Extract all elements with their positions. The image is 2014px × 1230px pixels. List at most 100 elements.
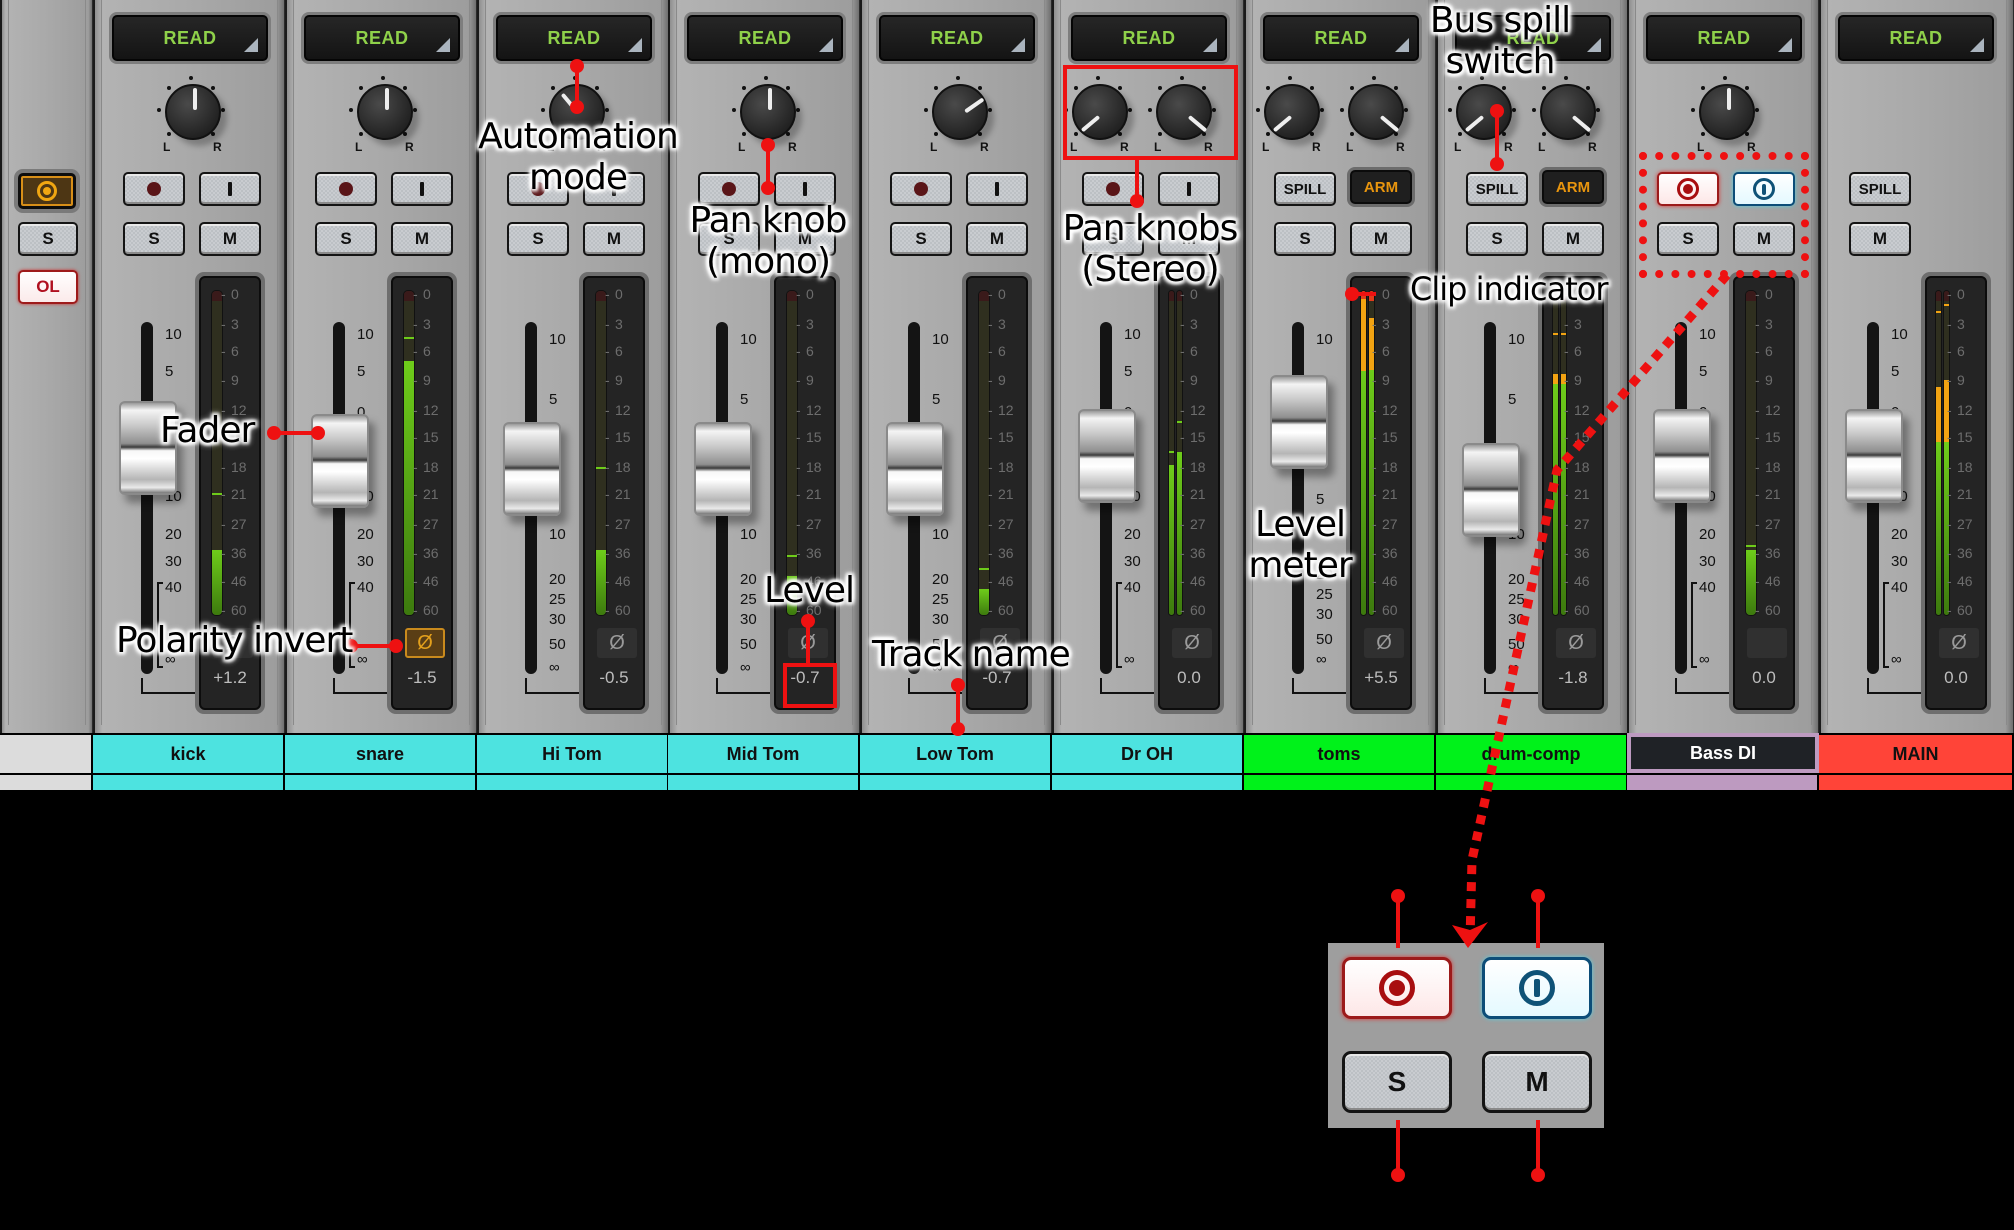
automation-mode-button[interactable]: READ <box>1068 12 1230 64</box>
fader-handle[interactable] <box>1078 409 1136 503</box>
knob-body[interactable] <box>357 84 413 140</box>
track-name-dr-oh[interactable]: Dr OH <box>1052 733 1244 773</box>
knob-body[interactable] <box>1348 84 1404 140</box>
track-name-drum-comp[interactable]: drum-comp <box>1436 733 1628 773</box>
record-arm-button[interactable] <box>890 172 952 206</box>
mute-button[interactable]: M <box>391 222 453 256</box>
polarity-invert-button[interactable]: Ø <box>1556 628 1596 658</box>
polarity-invert-button[interactable]: Ø <box>597 628 637 658</box>
record-arm-button[interactable] <box>1657 172 1719 206</box>
clip-indicator[interactable] <box>1936 291 1941 301</box>
automation-mode-button[interactable]: READ <box>109 12 271 64</box>
clip-indicator[interactable] <box>212 291 222 301</box>
track-name-mid-tom[interactable]: Mid Tom <box>668 733 860 773</box>
solo-button[interactable]: S <box>1466 222 1528 256</box>
record-arm-button[interactable] <box>507 172 569 206</box>
input-monitor-button[interactable] <box>1733 172 1795 206</box>
input-monitor-button[interactable] <box>966 172 1028 206</box>
callout-mute-button[interactable]: M <box>1482 1051 1592 1113</box>
clip-indicator[interactable] <box>596 291 606 301</box>
global-solo-button[interactable]: S <box>18 222 78 256</box>
knob-body[interactable] <box>1699 84 1755 140</box>
mute-button[interactable]: M <box>966 222 1028 256</box>
solo-button[interactable]: S <box>1082 222 1144 256</box>
input-monitor-button[interactable] <box>1158 172 1220 206</box>
mute-button[interactable]: M <box>583 222 645 256</box>
pan-knob-right[interactable]: L R <box>1144 72 1220 154</box>
solo-button[interactable]: S <box>698 222 760 256</box>
knob-body[interactable] <box>165 84 221 140</box>
knob-body[interactable] <box>1264 84 1320 140</box>
arm-button[interactable]: ARM <box>1542 170 1604 204</box>
bus-spill-button[interactable]: SPILL <box>1466 172 1528 206</box>
overload-indicator-button[interactable]: OL <box>18 270 78 304</box>
track-name-kick[interactable]: kick <box>93 733 285 773</box>
pan-knob-left[interactable]: L R <box>1060 72 1136 154</box>
track-name-hi-tom[interactable]: Hi Tom <box>477 733 669 773</box>
automation-mode-button[interactable]: READ <box>1835 12 1997 64</box>
track-name-toms[interactable]: toms <box>1244 733 1436 773</box>
fader-handle[interactable] <box>1653 409 1711 503</box>
polarity-invert-button[interactable]: Ø <box>213 628 253 658</box>
clip-indicator[interactable] <box>787 291 797 301</box>
automation-mode-button[interactable]: READ <box>684 12 846 64</box>
fader-handle[interactable] <box>1462 442 1520 537</box>
input-monitor-button[interactable] <box>774 172 836 206</box>
input-monitor-button[interactable] <box>391 172 453 206</box>
clip-indicator[interactable] <box>1169 291 1174 301</box>
track-name-bass-di[interactable]: Bass DI <box>1627 733 1819 773</box>
polarity-invert-button[interactable]: Ø <box>405 628 445 658</box>
clip-indicator[interactable] <box>1361 291 1366 301</box>
polarity-invert-button[interactable]: Ø <box>980 628 1020 658</box>
pan-knob-left[interactable]: L R <box>1444 72 1520 154</box>
knob-body[interactable] <box>1540 84 1596 140</box>
record-arm-button[interactable] <box>698 172 760 206</box>
fader-handle[interactable] <box>311 414 369 509</box>
arm-button[interactable]: ARM <box>1350 170 1412 204</box>
input-monitor-button[interactable] <box>199 172 261 206</box>
global-record-button[interactable] <box>18 173 76 209</box>
pan-knob[interactable]: L R <box>345 72 421 154</box>
knob-body[interactable] <box>932 84 988 140</box>
mute-button[interactable]: M <box>774 222 836 256</box>
pan-knob-left[interactable]: L R <box>1252 72 1328 154</box>
pan-knob-right[interactable]: L R <box>1528 72 1604 154</box>
solo-button[interactable]: S <box>315 222 377 256</box>
clip-indicator[interactable] <box>979 291 989 301</box>
input-monitor-button[interactable] <box>583 172 645 206</box>
knob-body[interactable] <box>1072 84 1128 140</box>
automation-mode-button[interactable]: READ <box>876 12 1038 64</box>
pan-knob[interactable]: L R <box>920 72 996 154</box>
solo-button[interactable]: S <box>1274 222 1336 256</box>
knob-body[interactable] <box>1156 84 1212 140</box>
solo-button[interactable]: S <box>123 222 185 256</box>
automation-mode-button[interactable]: READ <box>301 12 463 64</box>
fader-handle[interactable] <box>886 422 944 516</box>
mute-button[interactable]: M <box>1350 222 1412 256</box>
track-name-snare[interactable]: snare <box>285 733 477 773</box>
pan-knob[interactable]: L R <box>1687 72 1763 154</box>
spill-button[interactable]: SPILL <box>1849 172 1911 206</box>
mute-button[interactable]: M <box>1849 222 1911 256</box>
solo-button[interactable]: S <box>507 222 569 256</box>
automation-mode-button[interactable]: READ <box>1452 12 1614 64</box>
callout-record-arm-button[interactable] <box>1342 957 1452 1019</box>
mute-button[interactable]: M <box>1733 222 1795 256</box>
solo-button[interactable]: S <box>1657 222 1719 256</box>
fader-handle[interactable] <box>694 422 752 516</box>
mute-button[interactable]: M <box>1542 222 1604 256</box>
mute-button[interactable]: M <box>1158 222 1220 256</box>
solo-button[interactable]: S <box>890 222 952 256</box>
mute-button[interactable]: M <box>199 222 261 256</box>
callout-input-monitor-button[interactable] <box>1482 957 1592 1019</box>
record-arm-button[interactable] <box>123 172 185 206</box>
automation-mode-button[interactable]: READ <box>1643 12 1805 64</box>
polarity-invert-button[interactable]: Ø <box>1939 628 1979 658</box>
knob-body[interactable] <box>740 84 796 140</box>
pan-knob-right[interactable]: L R <box>1336 72 1412 154</box>
bus-spill-button[interactable]: SPILL <box>1274 172 1336 206</box>
record-arm-button[interactable] <box>315 172 377 206</box>
callout-solo-button[interactable]: S <box>1342 1051 1452 1113</box>
fader-handle[interactable] <box>503 422 561 516</box>
pan-knob[interactable]: L R <box>153 72 229 154</box>
